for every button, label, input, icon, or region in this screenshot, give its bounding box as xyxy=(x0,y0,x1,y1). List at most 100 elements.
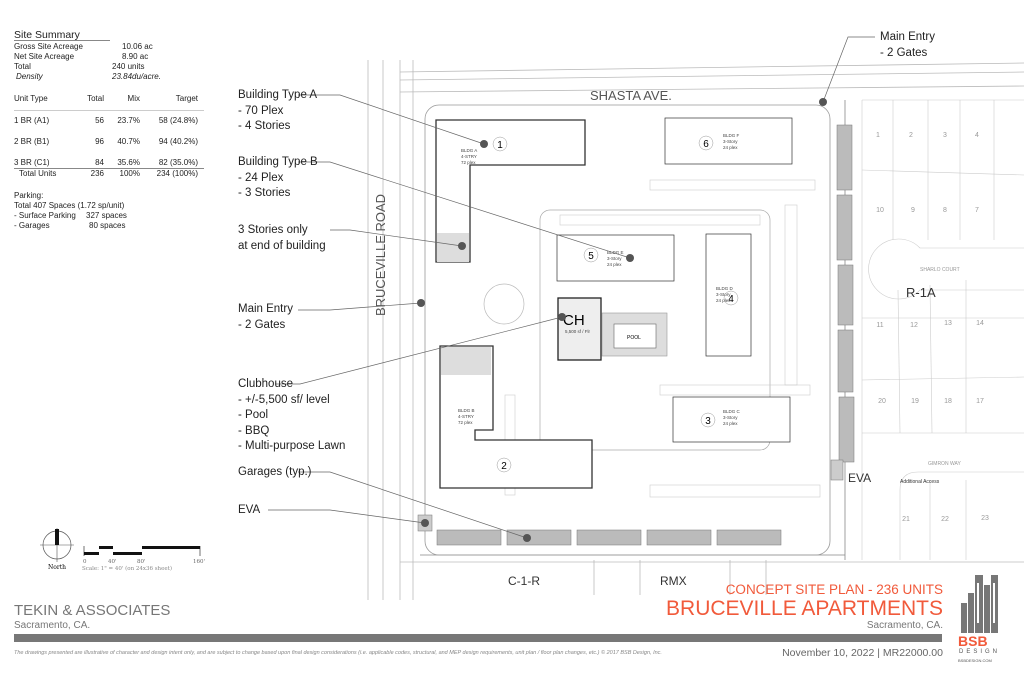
scale-tick: 160' xyxy=(193,559,205,565)
callout-dots xyxy=(417,98,827,542)
lot-number: 8 xyxy=(943,207,947,214)
logo-text: BSB xyxy=(958,633,988,649)
site-drive xyxy=(424,104,831,556)
three-story-end xyxy=(441,347,491,375)
callout-line: - +/-5,500 sf/ level xyxy=(238,393,330,406)
header-cell: Mix xyxy=(127,94,140,103)
lot-number: 2 xyxy=(909,132,913,139)
additional-access-label: Additional Access xyxy=(900,479,940,485)
callout-line: at end of building xyxy=(238,239,326,252)
cell: 35.6% xyxy=(117,158,140,167)
cell: 100% xyxy=(119,169,140,178)
clubhouse-building xyxy=(557,297,602,361)
cell: 58 (24.8%) xyxy=(158,116,198,125)
building-tag: 4-STRY xyxy=(458,414,474,419)
lot-number: 22 xyxy=(941,516,949,523)
callout-line: Main Entry xyxy=(880,31,935,43)
parking-stalls xyxy=(504,179,821,498)
header-cell: Target xyxy=(175,94,198,103)
lot-number: 4 xyxy=(975,132,979,139)
eva-right-hatch xyxy=(830,459,844,481)
eva-right-label: EVA xyxy=(848,471,871,485)
building-tag: 4-STRY xyxy=(461,154,477,159)
callout-three-stories: 3 Stories only at end of building xyxy=(238,223,326,254)
building-a xyxy=(435,119,586,263)
surface-label: - Surface Parking xyxy=(14,211,76,220)
parking-total: Total 407 Spaces (1.72 sp/unit) xyxy=(14,201,125,210)
table-header: Unit Type Total Mix Target xyxy=(14,94,204,111)
callout-building-type-a: Building Type A - 70 Plex - 4 Stories xyxy=(238,88,317,135)
zone-r1a: R-1A xyxy=(906,285,936,300)
callout-line: - 4 Stories xyxy=(238,120,291,132)
gross-label: Gross Site Acreage xyxy=(14,42,83,51)
building-tags: BLDG A 4-STRY 72 plex BLDG B 4-STRY 72 p… xyxy=(458,133,741,426)
clubhouse-label: CH xyxy=(563,312,585,329)
buildings xyxy=(435,117,793,489)
building-number: 3 xyxy=(705,416,711,427)
surface-value: 327 spaces xyxy=(86,211,127,220)
building-f xyxy=(664,117,793,165)
north-arrow: North xyxy=(40,528,74,571)
lot-number: 20 xyxy=(878,398,886,405)
lot-number: 7 xyxy=(975,207,979,214)
cell: 56 xyxy=(95,116,104,125)
date-reference: November 10, 2022 | MR22000.00 xyxy=(782,647,943,659)
callout-garages: Garages (typ.) xyxy=(238,466,312,478)
roundabout xyxy=(483,283,525,325)
cell: 236 xyxy=(90,169,104,178)
lot-numbers: 1 2 3 4 10 9 8 7 11 12 13 14 20 19 18 17… xyxy=(876,132,989,523)
title-divider-bar xyxy=(14,634,942,642)
net-label: Net Site Acreage xyxy=(14,52,75,61)
cell: 23.7% xyxy=(117,116,140,125)
building-numbers: 1 2 3 4 5 6 xyxy=(492,135,739,473)
zone-c1r: C-1-R xyxy=(508,574,540,588)
table-row: 1 BR (A1) 56 23.7% 58 (24.8%) xyxy=(14,116,224,137)
total-value: 240 units xyxy=(112,62,145,71)
building-tag: 24 plex xyxy=(723,145,738,150)
lot-number: 14 xyxy=(976,320,984,327)
building-c xyxy=(672,396,791,443)
building-number: 5 xyxy=(588,251,594,262)
total-label: Total xyxy=(14,62,31,71)
building-tag: 3-Story xyxy=(723,139,738,144)
cell: 234 (100%) xyxy=(156,169,198,178)
building-tag: BLDG A xyxy=(461,148,477,153)
callout-main-entry-right: Main Entry - 2 Gates xyxy=(880,30,935,61)
lot-number: 13 xyxy=(944,320,952,327)
bruceville-road-label: BRUCEVILLE ROAD xyxy=(373,194,388,316)
gross-value: 10.06 ac xyxy=(122,42,153,51)
building-number: 1 xyxy=(497,140,503,151)
shasta-ave-label: SHASTA AVE. xyxy=(590,88,672,103)
callout-line: - Pool xyxy=(238,409,269,421)
cell: 82 (35.0%) xyxy=(158,158,198,167)
parking-summary: Parking: Total 407 Spaces (1.72 sp/unit)… xyxy=(14,191,224,231)
lot-number: 11 xyxy=(876,322,883,329)
sharlo-court-label: SHARLO COURT xyxy=(920,267,960,273)
cell: 2 BR (B1) xyxy=(14,137,50,146)
lot-number: 18 xyxy=(944,398,952,405)
garages-value: 80 spaces xyxy=(89,221,126,230)
building-tag: 24 plex xyxy=(607,262,622,267)
scale-tick: 80' xyxy=(137,559,146,565)
header-cell: Total xyxy=(87,94,104,103)
parking-title: Parking: xyxy=(14,191,44,200)
logo-graphic xyxy=(960,575,1000,633)
site-summary-title: Site Summary xyxy=(14,30,110,41)
header-cell: Unit Type xyxy=(14,94,48,103)
callout-line: Building Type A xyxy=(238,89,318,101)
building-tag: 3-Story xyxy=(716,292,731,297)
building-tag: BLDG C xyxy=(723,409,741,414)
pool-label: POOL xyxy=(627,335,641,341)
lot-number: 23 xyxy=(981,515,989,522)
garages-label: - Garages xyxy=(14,221,50,230)
scale-ticks: 0 40' 80' 160' xyxy=(83,559,205,565)
cell: 1 BR (A1) xyxy=(14,116,50,125)
callout-line: - 3 Stories xyxy=(238,187,291,199)
callout-line: Clubhouse xyxy=(238,378,293,390)
leader-lines xyxy=(268,36,875,539)
logo-url: BSBDESIGN.COM xyxy=(958,658,992,663)
